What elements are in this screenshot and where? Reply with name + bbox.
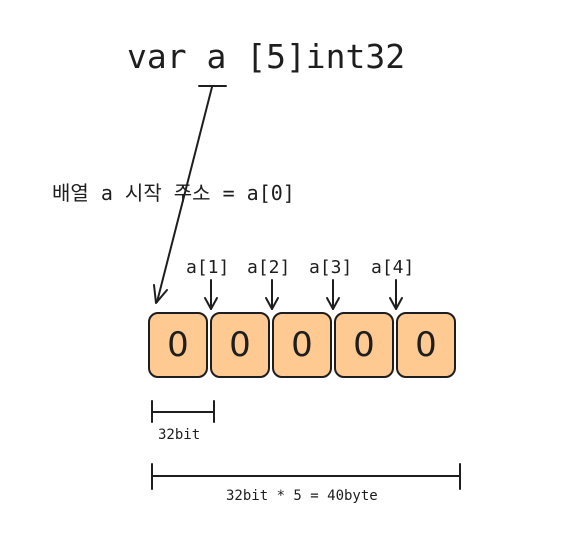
index-arrow [326, 279, 340, 310]
index-label-a1: a[1] [186, 257, 230, 278]
start-address-label: 배열 a 시작 주소 = a[0] [52, 181, 295, 205]
index-arrow [389, 279, 403, 310]
index-label-a3: a[3] [309, 257, 353, 278]
array-cell-3: 0 [334, 312, 394, 378]
element-size-bracket [151, 400, 215, 423]
index-label-a2: a[2] [247, 257, 291, 278]
pointer-arrow-shaft [156, 86, 213, 303]
array-cell-0: 0 [148, 312, 208, 378]
pointer-arrow-head [153, 284, 168, 304]
total-size-bracket [151, 463, 461, 490]
element-size-label: 32bit [158, 427, 201, 443]
index-arrow [204, 279, 218, 310]
total-size-label: 32bit * 5 = 40byte [226, 488, 378, 504]
index-arrow [265, 279, 279, 310]
index-label-a4: a[4] [371, 257, 415, 278]
array-cell-2: 0 [272, 312, 332, 378]
array-cell-4: 0 [396, 312, 456, 378]
array-cell-1: 0 [210, 312, 270, 378]
array-declaration-title: var a [5]int32 [127, 37, 406, 76]
